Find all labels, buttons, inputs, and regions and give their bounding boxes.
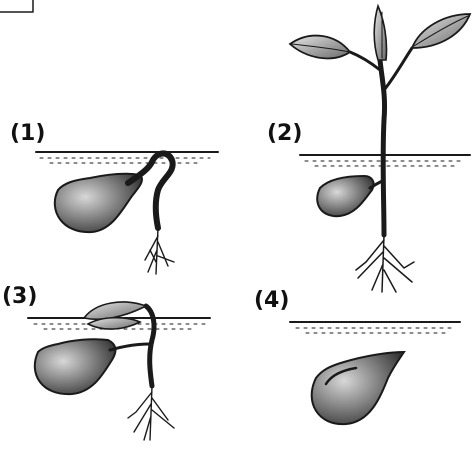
stem-2 [380,60,385,235]
panel-2-label: (2) [267,121,302,146]
corner-frame [0,0,33,12]
branch-right-2 [384,48,412,90]
roots-2 [356,235,414,292]
terminal-bud-2 [374,6,386,60]
panel-1: (1) [10,121,218,274]
panel-4-label: (4) [254,288,289,313]
soil-texture-1 [40,158,210,163]
roots-1 [145,228,174,274]
seed-4 [312,352,404,424]
seed-2 [317,176,373,216]
stem-3-link [110,344,150,350]
panel-4: (4) [254,288,460,424]
panel-2: (2) [267,6,470,292]
panel-3-label: (3) [2,284,37,309]
soil-texture-4 [296,328,455,333]
panel-3: (3) [2,284,210,440]
seed-3 [35,339,116,394]
panel-1-label: (1) [10,121,45,146]
roots-3 [128,386,174,440]
cotyledon-top-3 [84,302,146,319]
branch-left-2 [350,52,380,70]
